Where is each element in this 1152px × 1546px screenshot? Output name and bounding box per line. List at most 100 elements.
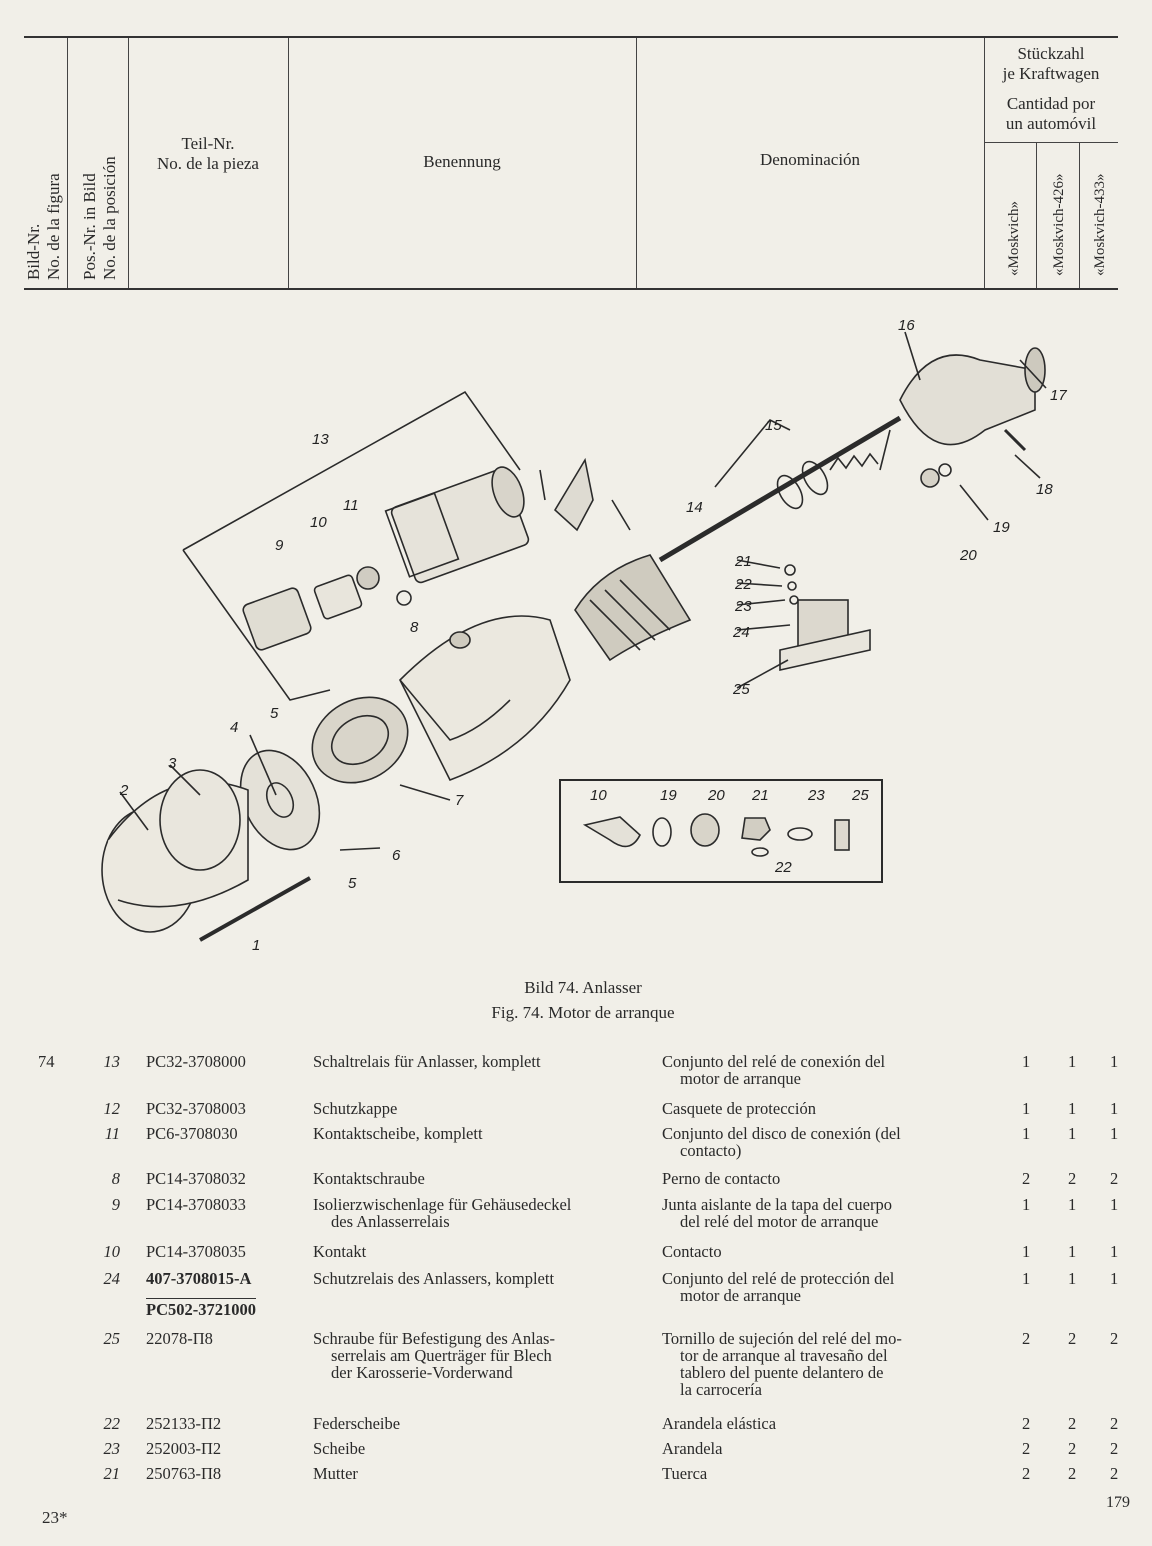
cell-teil: PC14-3708035 [146, 1242, 246, 1261]
cell-q2: 1 [1068, 1242, 1077, 1261]
cell-ben: Schutzrelais des Anlassers, komplett [313, 1270, 643, 1287]
denominacion-line: contacto) [680, 1141, 742, 1160]
benennung-line: Isolierzwischenlage für Gehäusedeckel [313, 1195, 572, 1214]
cell-q3: 1 [1110, 1242, 1119, 1261]
benennung-line: Scheibe [313, 1439, 366, 1458]
starter-exploded-view: 1 2 3 4 5 5 6 7 8 9 10 11 13 14 15 16 17… [101, 317, 1067, 954]
denominacion-line: Casquete de protección [662, 1099, 816, 1118]
cell-q3: 1 [1110, 1099, 1119, 1118]
callout-2: 2 [119, 782, 129, 799]
benennung-line: Federscheibe [313, 1414, 401, 1433]
callout-16: 16 [898, 317, 915, 334]
callout-15: 15 [765, 417, 782, 434]
denominacion-label: Denominación [759, 150, 861, 169]
callout-13: 13 [312, 431, 329, 448]
cell-q1: 1 [1022, 1124, 1031, 1143]
cell-pos: 22 [103, 1414, 121, 1433]
denominacion-line: la carrocería [680, 1380, 762, 1399]
cell-q3: 2 [1110, 1464, 1119, 1483]
callout-21: 21 [734, 553, 752, 570]
cell-q2: 1 [1068, 1269, 1077, 1288]
caption-de: Bild 74. Anlasser [524, 978, 642, 997]
cell-ben: Kontakt [313, 1243, 643, 1260]
cell-pos: 25 [103, 1329, 121, 1348]
cell-ben: Kontaktscheibe, komplett [313, 1125, 643, 1142]
cell-ben: Schaltrelais für Anlasser, komplett [313, 1053, 643, 1070]
denominacion-line: Arandela [662, 1439, 723, 1458]
cell-q1: 2 [1022, 1439, 1031, 1458]
cell-q3: 2 [1110, 1169, 1119, 1188]
cell-den: Perno de contacto [662, 1170, 982, 1187]
callout-24: 24 [732, 624, 750, 641]
denominacion-line: motor de arranque [680, 1286, 801, 1305]
cell-q2: 1 [1068, 1099, 1077, 1118]
header-table: Bild-Nr.No. de la figura Pos.-Nr. in Bil… [24, 36, 1118, 290]
benennung-line: Schutzrelais des Anlassers, komplett [313, 1269, 555, 1288]
cell-q2: 2 [1068, 1414, 1077, 1433]
cell-q1: 1 [1022, 1052, 1031, 1071]
benennung-line: Schraube für Befestigung des Anlas- [313, 1329, 555, 1348]
cell-teil: 252133-П2 [146, 1414, 222, 1433]
cell-q1: 1 [1022, 1269, 1031, 1288]
cell-q2: 2 [1068, 1464, 1077, 1483]
cell-teil: 250763-П8 [146, 1464, 222, 1483]
denominacion-line: Conjunto del relé de conexión del [662, 1052, 886, 1071]
benennung-line: Mutter [313, 1464, 358, 1483]
denominacion-line: Conjunto del relé de protección del [662, 1269, 895, 1288]
denominacion-line: tablero del puente delantero de [680, 1363, 884, 1382]
benennung-label: Benennung [423, 152, 501, 171]
cell-q1: 2 [1022, 1169, 1031, 1188]
benennung-line: Kontaktscheibe, komplett [313, 1124, 483, 1143]
denominacion-line: Tornillo de sujeción del relé del mo- [662, 1329, 902, 1348]
cell-q3: 1 [1110, 1269, 1119, 1288]
benennung-line: Schutzkappe [313, 1099, 398, 1118]
cell-teil: PC14-3708032 [146, 1169, 246, 1188]
inset-callout-22: 22 [774, 859, 792, 876]
cell-den: Casquete de protección [662, 1100, 982, 1117]
inset-callout-21: 21 [751, 787, 769, 804]
cell-pos: 12 [103, 1099, 121, 1118]
cell-ben: Schutzkappe [313, 1100, 643, 1117]
callout-20: 20 [959, 547, 977, 564]
callout-17: 17 [1050, 387, 1067, 404]
denominacion-line: Conjunto del disco de conexión (del [662, 1124, 901, 1143]
cell-q2: 1 [1068, 1195, 1077, 1214]
cell-den: Arandela elástica [662, 1415, 982, 1432]
denominacion-line: Tuerca [662, 1464, 708, 1483]
inset-callout-25: 25 [851, 787, 869, 804]
cell-q1: 1 [1022, 1242, 1031, 1261]
cell-teil: PC502-3721000 [146, 1298, 256, 1319]
callout-18: 18 [1036, 481, 1053, 498]
cell-pos: 23 [103, 1439, 121, 1458]
denominacion-line: Junta aislante de la tapa del cuerpo [662, 1195, 892, 1214]
cell-q2: 1 [1068, 1052, 1077, 1071]
cell-den: Tornillo de sujeción del relé del mo-tor… [662, 1330, 982, 1398]
inset-callout-23: 23 [807, 787, 825, 804]
cell-teil: 407-3708015-A [146, 1269, 252, 1288]
cell-bild: 74 [38, 1052, 55, 1071]
inset-callout-20: 20 [707, 787, 725, 804]
cell-pos: 8 [111, 1169, 120, 1188]
teil-nr-label: Teil-Nr.No. de la pieza [157, 134, 259, 173]
cell-pos: 24 [103, 1269, 121, 1288]
cell-q3: 2 [1110, 1439, 1119, 1458]
inset-callout-19: 19 [660, 787, 677, 804]
cell-pos: 9 [111, 1195, 120, 1214]
cell-ben: Federscheibe [313, 1415, 643, 1432]
callout-1: 1 [252, 937, 260, 954]
callout-14: 14 [686, 499, 703, 516]
benennung-line: serrelais am Querträger für Blech [331, 1346, 552, 1365]
cell-q2: 2 [1068, 1329, 1077, 1348]
cell-teil: PC6-3708030 [146, 1124, 238, 1143]
cell-q2: 2 [1068, 1439, 1077, 1458]
cell-pos: 13 [103, 1052, 121, 1071]
cell-den: Tuerca [662, 1465, 982, 1482]
cell-q3: 1 [1110, 1195, 1119, 1214]
cell-q1: 1 [1022, 1195, 1031, 1214]
benennung-line: Schaltrelais für Anlasser, komplett [313, 1052, 541, 1071]
callout-25: 25 [732, 681, 750, 698]
